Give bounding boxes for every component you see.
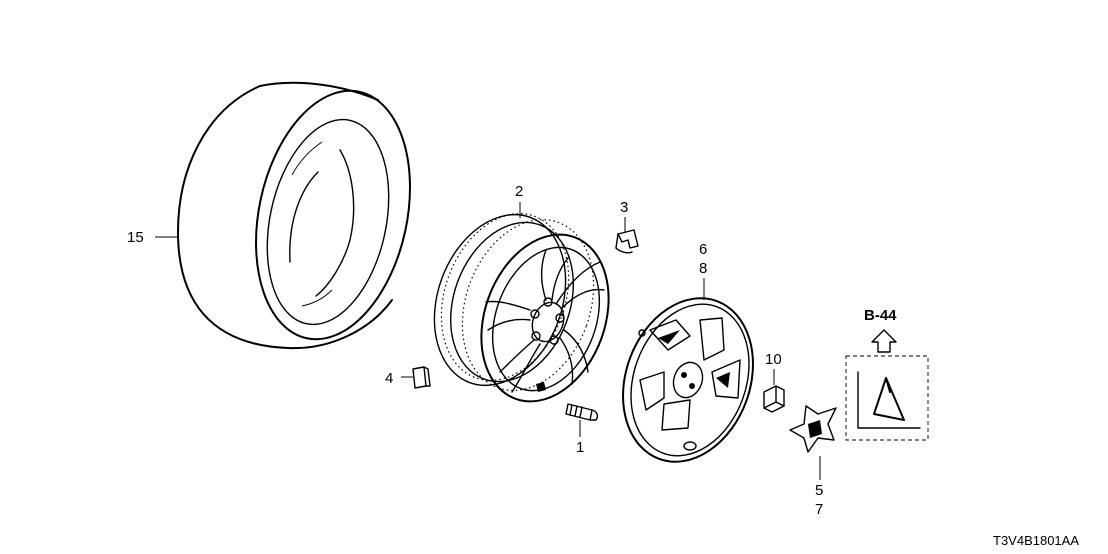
part-10-nut[interactable] <box>763 385 785 413</box>
callout-3: 3 <box>620 199 628 216</box>
callout-15: 15 <box>127 229 144 246</box>
reference-link-b44[interactable]: B-44 <box>845 307 929 441</box>
callout-5: 5 <box>815 482 823 499</box>
wheel-part[interactable] <box>412 196 631 420</box>
callout-6: 6 <box>699 241 707 258</box>
part-1-valve[interactable] <box>565 403 599 421</box>
tire-part[interactable] <box>177 76 432 353</box>
part-4-weight[interactable] <box>412 366 431 389</box>
callout-2: 2 <box>515 183 523 200</box>
wheel-cover-part[interactable] <box>601 280 775 480</box>
figure-code: T3V4B1801AA <box>993 533 1079 548</box>
reference-corner <box>857 371 921 429</box>
reference-box <box>845 355 929 441</box>
up-arrow-icon <box>871 329 897 353</box>
reference-label: B-44 <box>864 307 897 324</box>
callout-7: 7 <box>815 501 823 518</box>
part-5-center-cap[interactable] <box>789 405 837 453</box>
callout-10: 10 <box>765 351 782 368</box>
reference-clip-icon <box>873 377 905 421</box>
callout-8: 8 <box>699 260 707 277</box>
callout-4: 4 <box>385 370 393 387</box>
callout-1: 1 <box>576 439 584 456</box>
part-3-clip[interactable] <box>615 229 639 254</box>
